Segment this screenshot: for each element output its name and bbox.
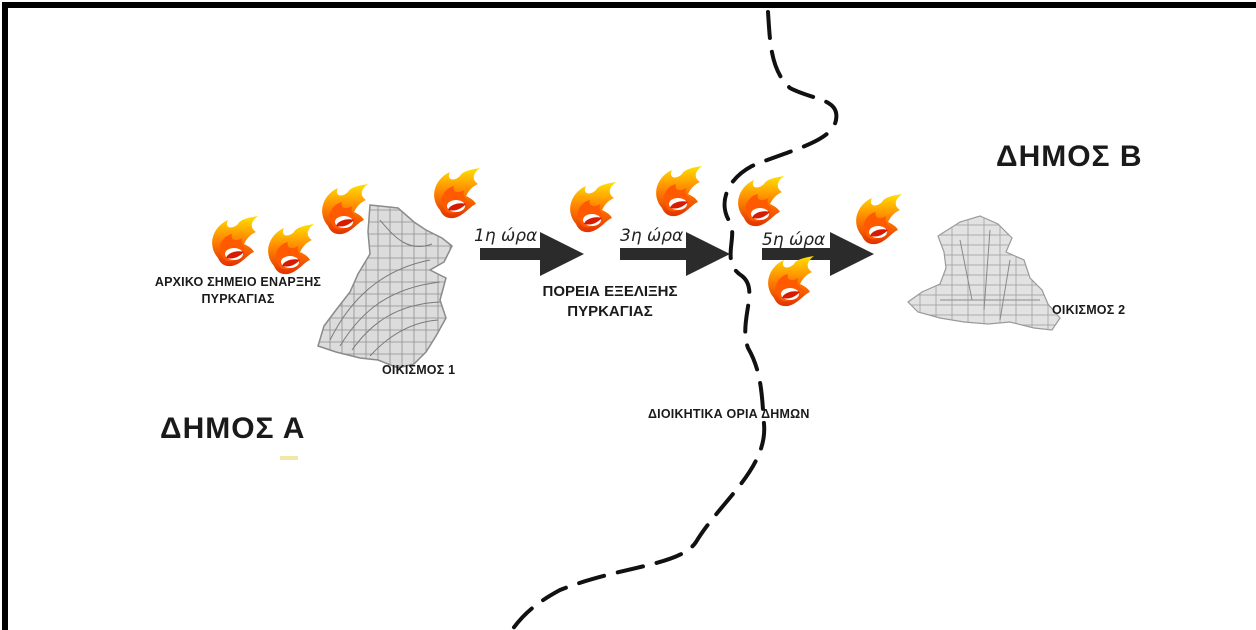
municipal-boundary-line (510, 10, 839, 630)
fire-icon (656, 166, 702, 217)
fire-icon (212, 216, 258, 267)
ignition-point-label: ΑΡΧΙΚΟ ΣΗΜΕΙΟ ΕΝΑΡΞΗΣ ΠΥΡΚΑΓΙΑΣ (154, 275, 322, 306)
fire-icon (322, 184, 368, 235)
municipality-b-label: ΔΗΜΟΣ Β (996, 140, 1143, 173)
fire-icon (268, 224, 314, 275)
boundary-label: ΔΙΟΙΚΗΤΙΚΑ ΟΡΙΑ ΔΗΜΩΝ (648, 407, 810, 421)
fire-icon (738, 176, 784, 227)
municipality-a-label: ΔΗΜΟΣ Α (160, 412, 306, 445)
progress-label: ΠΟΡΕΙΑ ΕΞΕΛΙΞΗΣ ΠΥΡΚΑΓΙΑΣ (542, 283, 678, 320)
fire-icon (768, 256, 814, 307)
settlement-1-map (317, 204, 453, 369)
hour-label-5: 5η ώρα (762, 230, 826, 250)
settlement-1-label: ΟΙΚΙΣΜΟΣ 1 (382, 363, 456, 377)
settlement-2-label: ΟΙΚΙΣΜΟΣ 2 (1052, 303, 1126, 317)
faint-mark (280, 456, 298, 460)
arrow-right-icon (480, 232, 584, 276)
settlement-2-map (907, 215, 1061, 331)
arrow-right-icon (762, 232, 874, 276)
hour-label-3: 3η ώρα (620, 226, 684, 246)
fire-icon (856, 194, 902, 245)
fire-icon (570, 182, 616, 233)
hour-label-1: 1η ώρα (474, 226, 538, 246)
arrow-right-icon (620, 232, 730, 276)
fire-icon (434, 168, 480, 219)
